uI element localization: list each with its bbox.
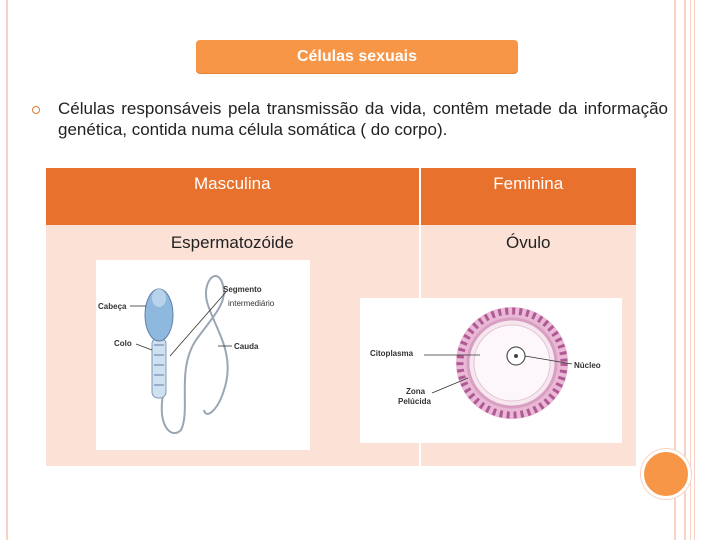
ovum-illustration: Citoplasma Núcleo Zona Pelúcida [370,307,601,419]
header-masculina: Masculina [46,168,421,225]
label-nucleo: Núcleo [574,361,601,370]
tail-shape [160,275,229,435]
bullet-icon [32,106,40,114]
label-citoplasma: Citoplasma [370,349,414,358]
label-segmento: Segmento [223,285,262,294]
slide-title: Células sexuais [196,40,518,73]
label-cauda: Cauda [234,342,259,351]
ovum-diagram: Citoplasma Núcleo Zona Pelúcida [360,298,622,443]
midpiece-shape [151,337,167,399]
label-intermediario: intermediário [228,299,275,308]
label-zona: Zona [406,387,426,396]
slide-frame [6,0,676,540]
bullet-text: Células responsáveis pela transmissão da… [58,99,668,139]
acrosome-shape [152,289,166,307]
label-pelucida: Pelúcida [398,397,431,406]
decorative-rule [690,0,691,540]
label-colo: Colo [114,339,132,348]
decorative-rule [684,0,686,540]
label-cabeca: Cabeça [98,302,127,311]
sperm-diagram: Cabeça Colo Segmento intermediário Cauda [96,260,310,450]
sperm-illustration: Cabeça Colo Segmento intermediário Cauda [98,275,275,435]
header-feminina: Feminina [419,168,636,225]
decorative-circle [641,449,691,499]
decorative-rule [694,0,695,540]
